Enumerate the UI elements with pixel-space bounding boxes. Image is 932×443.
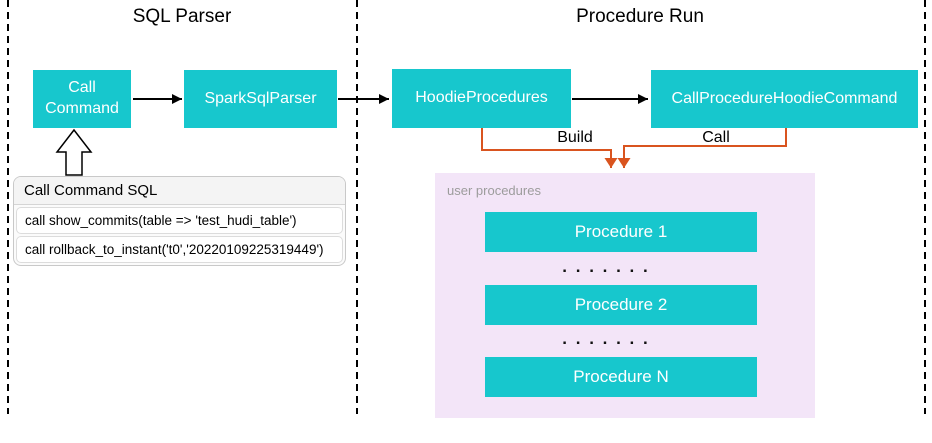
node-procedure-2: Procedure 2 [485,285,757,325]
user-procedures-panel: user procedures Procedure 1 . . . . . . … [435,173,815,418]
section-divider-middle [356,0,358,414]
ellipsis-dots: . . . . . . . [562,257,650,276]
node-spark-sql-parser: SparkSqlParser [184,70,337,128]
node-procedure-1: Procedure 1 [485,212,757,252]
section-divider-left [7,0,9,414]
node-call-command: Call Command [33,70,131,128]
user-procedures-label: user procedures [447,183,541,198]
sql-example-rollback-to-instant: call rollback_to_instant('t0','202201092… [16,236,343,263]
sql-panel-title: Call Command SQL [14,177,345,205]
node-procedure-n: Procedure N [485,357,757,397]
sql-example-show-commits: call show_commits(table => 'test_hudi_ta… [16,207,343,234]
section-title-sql-parser: SQL Parser [132,6,232,27]
node-hoodie-procedures: HoodieProcedures [392,69,571,128]
node-call-procedure-hoodie-command: CallProcedureHoodieCommand [651,70,918,128]
edge-label-call: Call [702,129,730,146]
edge-label-build: Build [557,129,593,146]
call-command-sql-panel: Call Command SQL call show_commits(table… [13,176,346,266]
section-divider-right [924,0,926,414]
ellipsis-dots: . . . . . . . [562,329,650,348]
section-title-procedure-run: Procedure Run [576,6,704,27]
hollow-up-arrow-icon [55,128,93,176]
